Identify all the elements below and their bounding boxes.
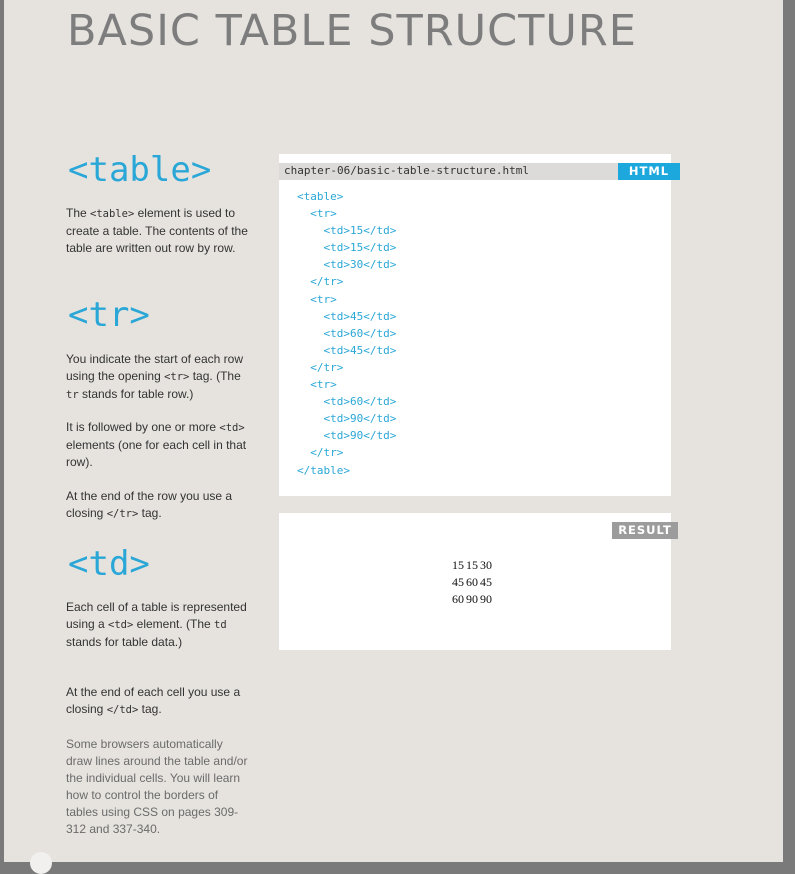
result-cell: 45 <box>480 575 492 589</box>
inline-code: tr <box>66 389 79 401</box>
td-description-1: Each cell of a table is represented usin… <box>66 600 247 649</box>
code-line: <table> <box>297 190 344 203</box>
result-cell: 90 <box>466 592 478 606</box>
result-cell: 90 <box>480 592 492 606</box>
result-badge: RESULT <box>612 522 678 539</box>
result-cell: 45 <box>452 575 464 589</box>
inline-code: <td> <box>219 422 245 434</box>
code-line: <tr> <box>297 207 337 221</box>
book-page: BASIC TABLE STRUCTURE <table> The <table… <box>4 0 783 862</box>
html-badge: HTML <box>618 163 680 180</box>
code-line: </tr> <box>297 275 344 289</box>
td-description-2: At the end of each cell you use a closin… <box>66 685 241 716</box>
code-file-header <box>279 163 618 180</box>
tr-description-2: It is followed by one or more <td> eleme… <box>66 420 247 469</box>
table-description: The <table> element is used to create a … <box>66 206 248 255</box>
code-line: </tr> <box>297 446 344 460</box>
inline-code: <td> <box>108 619 134 631</box>
code-example-panel: chapter-06/basic-table-structure.html HT… <box>279 154 680 496</box>
heading-td-tag: <td> <box>68 544 150 584</box>
inline-code: </td> <box>106 704 139 716</box>
result-cell: 15 <box>452 558 464 572</box>
code-line: <td>90</td> <box>297 429 397 443</box>
code-line: <td>15</td> <box>297 224 397 238</box>
page-corner-mark <box>30 852 52 874</box>
inline-code: </tr> <box>106 508 139 520</box>
result-cell: 30 <box>480 558 492 572</box>
code-line: <td>45</td> <box>297 309 397 323</box>
browser-borders-note: Some browsers automatically draw lines a… <box>66 737 248 836</box>
code-line: <td>90</td> <box>297 412 397 426</box>
tr-description-3: At the end of the row you use a closing … <box>66 489 233 520</box>
code-line: <td>60</td> <box>297 326 397 340</box>
code-line: <tr> <box>297 378 337 392</box>
inline-code: <tr> <box>164 371 190 383</box>
result-cell: 60 <box>466 575 478 589</box>
heading-tr-tag: <tr> <box>68 295 150 335</box>
code-line: <td>60</td> <box>297 395 397 409</box>
result-cell: 60 <box>452 592 464 606</box>
inline-code: td <box>214 619 227 631</box>
code-line: <td>15</td> <box>297 241 397 255</box>
code-listing: <table> <tr> <td>15</td> <td>15</td> <td… <box>297 188 396 479</box>
tr-description-1: You indicate the start of each row using… <box>66 352 243 401</box>
result-cell: 15 <box>466 558 478 572</box>
inline-code: <table> <box>90 208 135 220</box>
code-line: <td>45</td> <box>297 343 397 357</box>
code-line: <td>30</td> <box>297 258 397 272</box>
page-title: BASIC TABLE STRUCTURE <box>67 6 637 56</box>
code-file-path: chapter-06/basic-table-structure.html <box>284 164 530 177</box>
heading-table-tag: <table> <box>68 150 212 190</box>
code-line: </table> <box>297 463 350 477</box>
code-line: <tr> <box>297 292 337 306</box>
code-line: </tr> <box>297 360 344 374</box>
